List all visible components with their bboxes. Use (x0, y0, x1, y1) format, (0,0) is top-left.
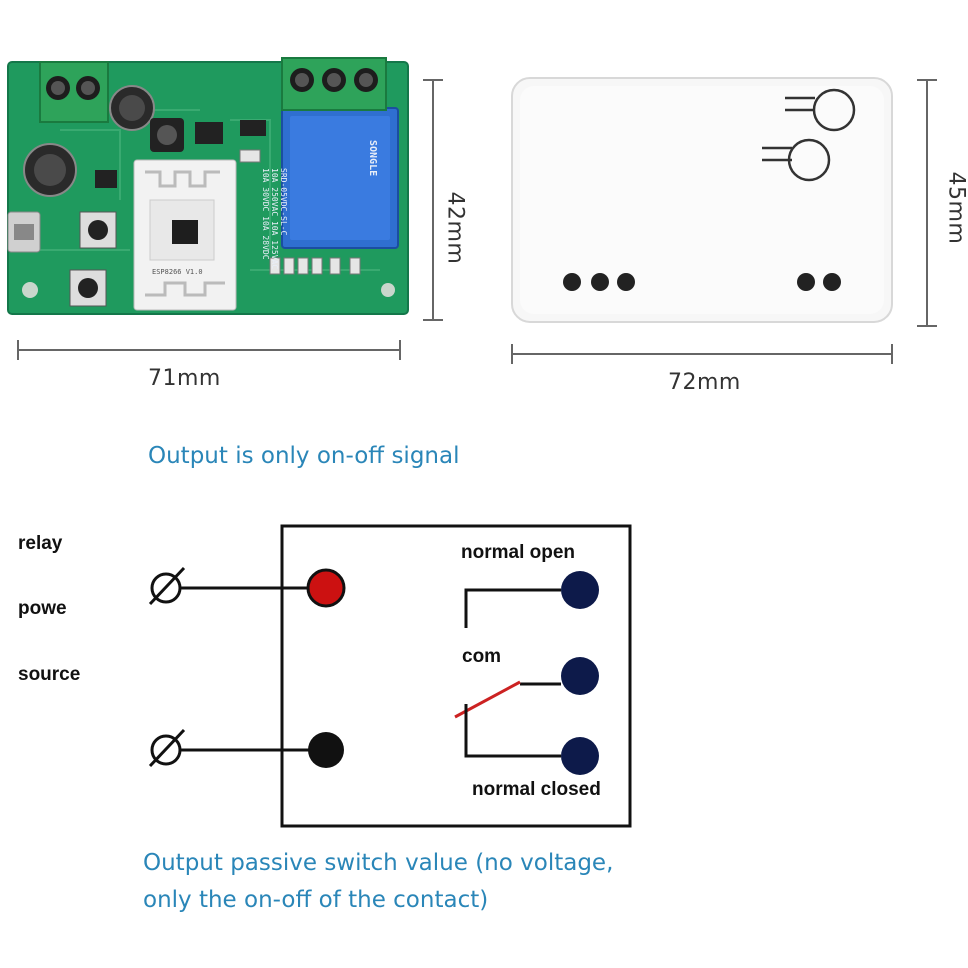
relay-case (511, 77, 893, 323)
bottom-note-line1: Output passive switch value (no voltage, (143, 850, 614, 876)
normal-closed-label: normal closed (472, 779, 601, 800)
relay-brand-text: SONGLE (367, 140, 378, 177)
pcb-height-label: 42mm (442, 191, 468, 265)
relay-model-text: SRD-05VDC-SL-C 10A 250VAC 10A 125VAC 10A… (261, 168, 288, 270)
wifi-module (133, 159, 237, 311)
case-width-dimension (511, 344, 893, 364)
wiring-schematic (148, 524, 632, 828)
com-label: com (462, 646, 502, 667)
power-terminal-negative (308, 732, 344, 768)
normal-closed-terminal (561, 737, 599, 775)
case-height-label: 45mm (943, 171, 968, 245)
bottom-note: Output passive switch value (no voltage,… (143, 845, 613, 919)
normal-open-terminal (561, 571, 599, 609)
power-terminal-positive (306, 568, 346, 608)
com-terminal (561, 657, 599, 695)
pcb-board (7, 57, 409, 315)
source-label: source (18, 664, 81, 685)
pcb-width-dimension (17, 340, 401, 360)
screw-terminal-icon (148, 728, 186, 768)
pcb-terminal-left (39, 61, 109, 123)
wire-hook-icon (762, 88, 856, 182)
normal-open-label: normal open (461, 542, 576, 563)
pcb-width-label: 71mm (148, 366, 221, 391)
relay-component (281, 107, 399, 249)
relay-label: relay (18, 533, 63, 554)
case-height-dimension (917, 79, 937, 327)
module-id-text: ESP8266 V1.0 (152, 268, 203, 276)
bottom-note-line2: only the on-off of the contact) (143, 887, 489, 913)
pcb-terminal-right (281, 57, 387, 111)
case-width-label: 72mm (668, 370, 741, 395)
pcb-height-dimension (423, 79, 443, 321)
screw-terminal-icon (148, 566, 186, 606)
power-label: powe (18, 598, 67, 619)
top-note: Output is only on-off signal (148, 443, 460, 469)
relay-box (280, 524, 632, 828)
